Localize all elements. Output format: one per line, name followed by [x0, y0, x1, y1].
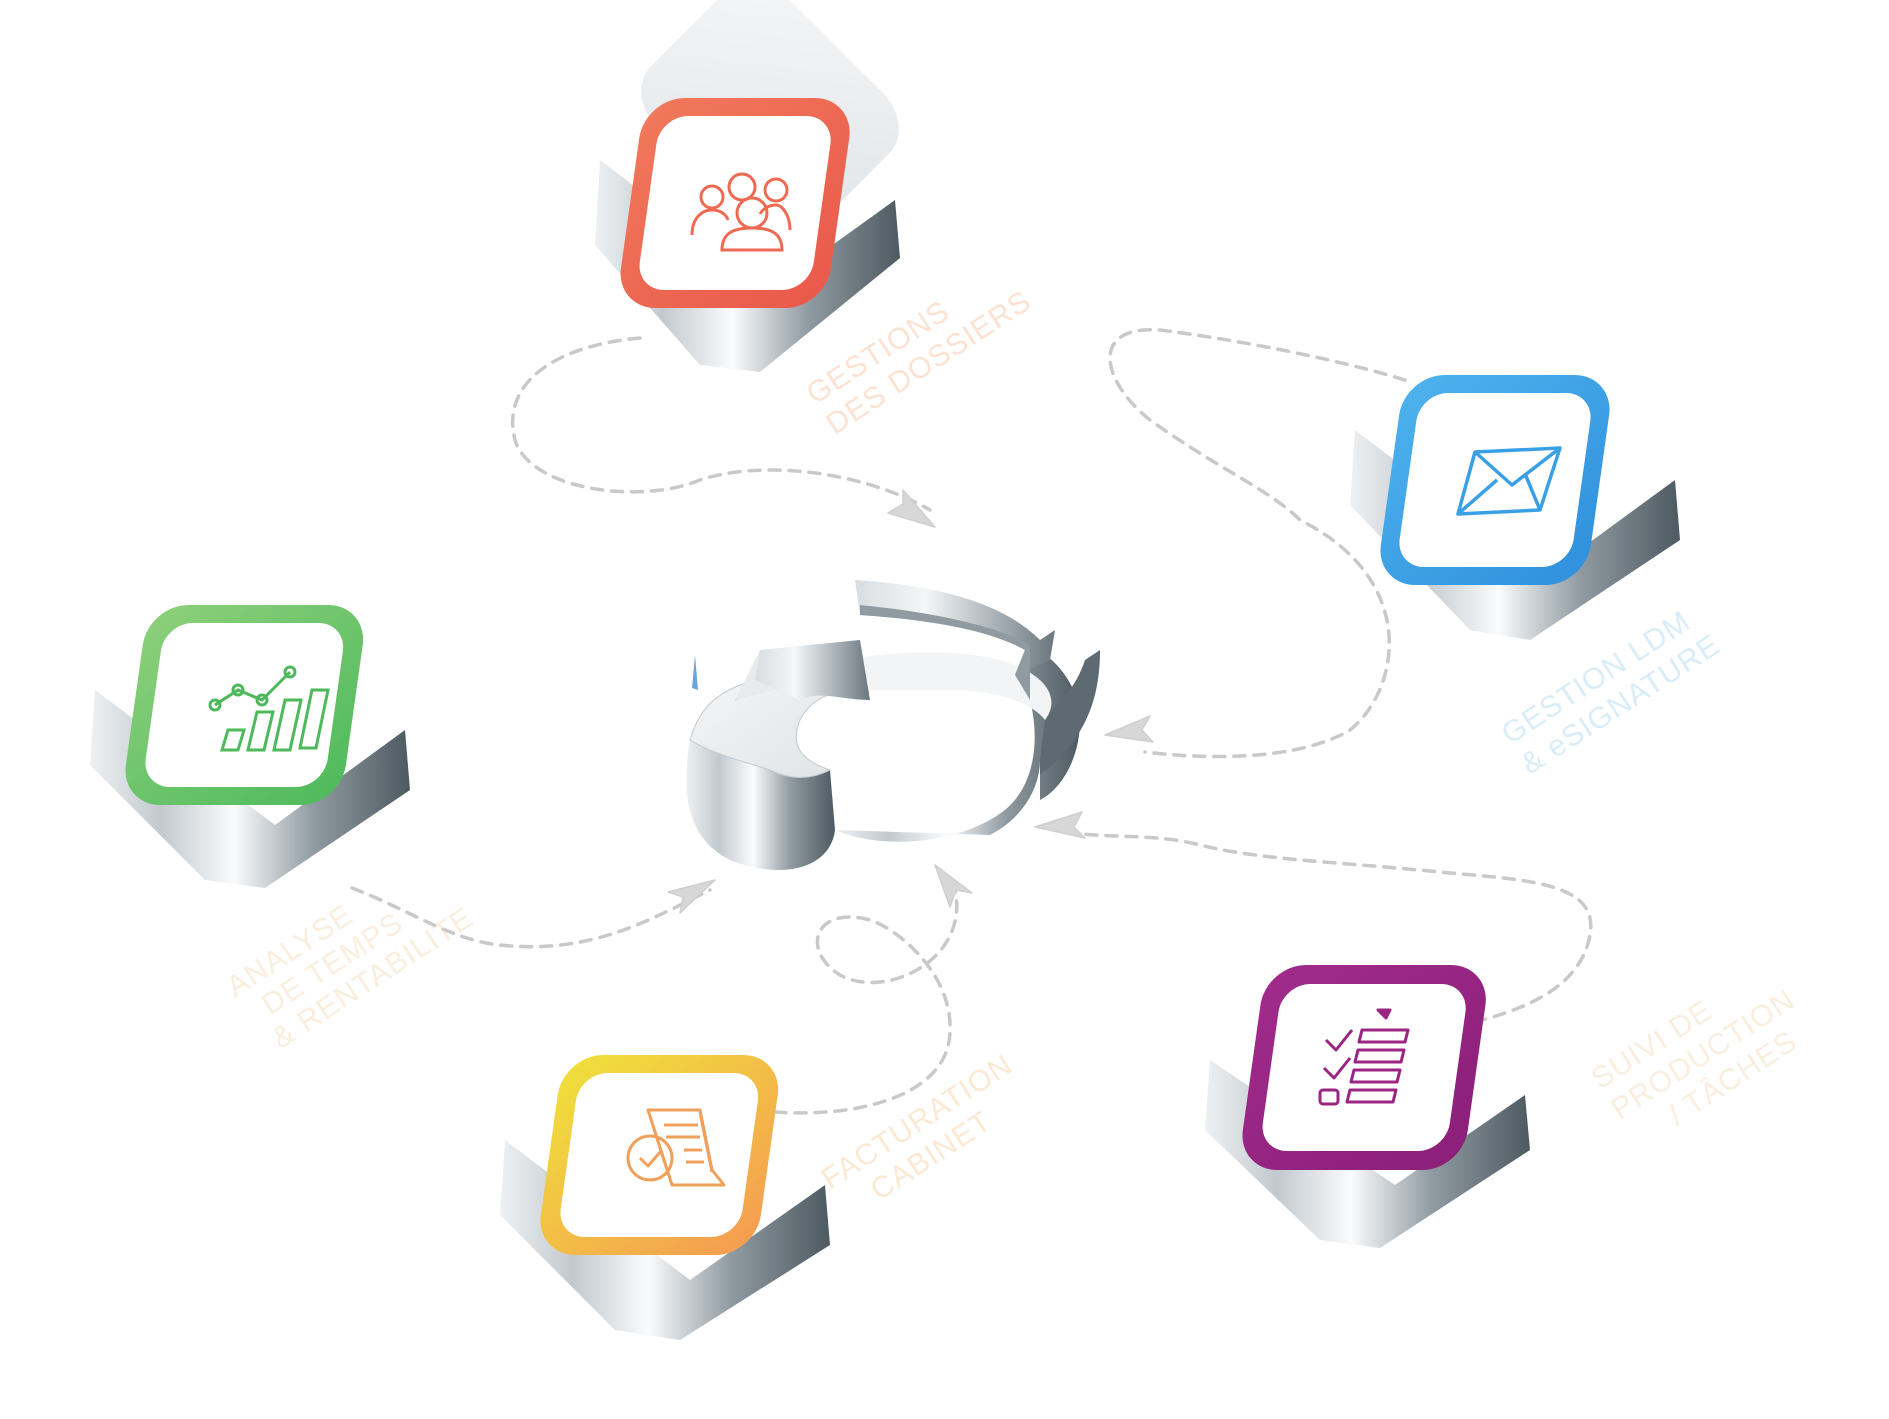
- tile-dossiers-inner: [639, 116, 831, 290]
- tile-suivi[interactable]: [1205, 965, 1530, 1248]
- arrowhead-dossiers: [887, 489, 936, 528]
- tile-analyse[interactable]: [90, 605, 410, 888]
- tile-analyse-base: [90, 690, 410, 888]
- tile-dossiers[interactable]: [595, 0, 916, 372]
- tile-facturation[interactable]: [500, 1055, 830, 1340]
- logo-top-arrow: [845, 652, 1052, 720]
- connector-suivi: [1058, 828, 1593, 1024]
- label-facturation: FACTURATION CABINET: [816, 1048, 1019, 1207]
- logo-upper-wing-wall: [860, 605, 1030, 700]
- connector-facturation: [773, 888, 959, 1115]
- tile-suivi-base: [1205, 1060, 1530, 1248]
- logo-arrow-tip: [735, 650, 775, 700]
- tile-suivi-inner: [1262, 984, 1466, 1151]
- connectors: [350, 328, 1593, 1115]
- team-people-icon: [690, 172, 792, 252]
- connector-dossiers: [511, 336, 932, 512]
- arrowhead-center-right: [1034, 811, 1086, 839]
- logo-right-wing: [1040, 650, 1100, 775]
- bar-chart-trend-icon: [208, 665, 330, 752]
- task-checklist-icon: [1318, 1008, 1410, 1106]
- tile-analyse-inner: [145, 623, 344, 787]
- connector-analyse: [350, 886, 712, 949]
- envelope-mail-icon: [1456, 446, 1562, 516]
- tile-facturation-base: [500, 1140, 830, 1340]
- logo-arrow-shaft: [755, 640, 870, 700]
- label-suivi: SUIVI DE PRODUCTION / TÂCHES: [1586, 983, 1803, 1132]
- logo-blue-accent: [692, 655, 698, 690]
- logo-body-wall: [835, 645, 1080, 842]
- connector-mail: [1108, 328, 1407, 759]
- tile-mail[interactable]: [1350, 375, 1680, 640]
- center-logo: [686, 580, 1100, 870]
- tile-dossiers-base: [595, 160, 900, 372]
- arrowhead-mail: [1104, 715, 1154, 743]
- logo-upper-wing: [855, 580, 1055, 675]
- tile-mail-base: [1350, 430, 1680, 640]
- invoice-check-icon: [626, 1108, 726, 1187]
- circular-arrows-logo-icon: [686, 740, 835, 870]
- arrowheads: [667, 489, 1154, 914]
- arrowhead-facturation: [934, 864, 973, 908]
- arrowhead-analyse: [667, 879, 716, 914]
